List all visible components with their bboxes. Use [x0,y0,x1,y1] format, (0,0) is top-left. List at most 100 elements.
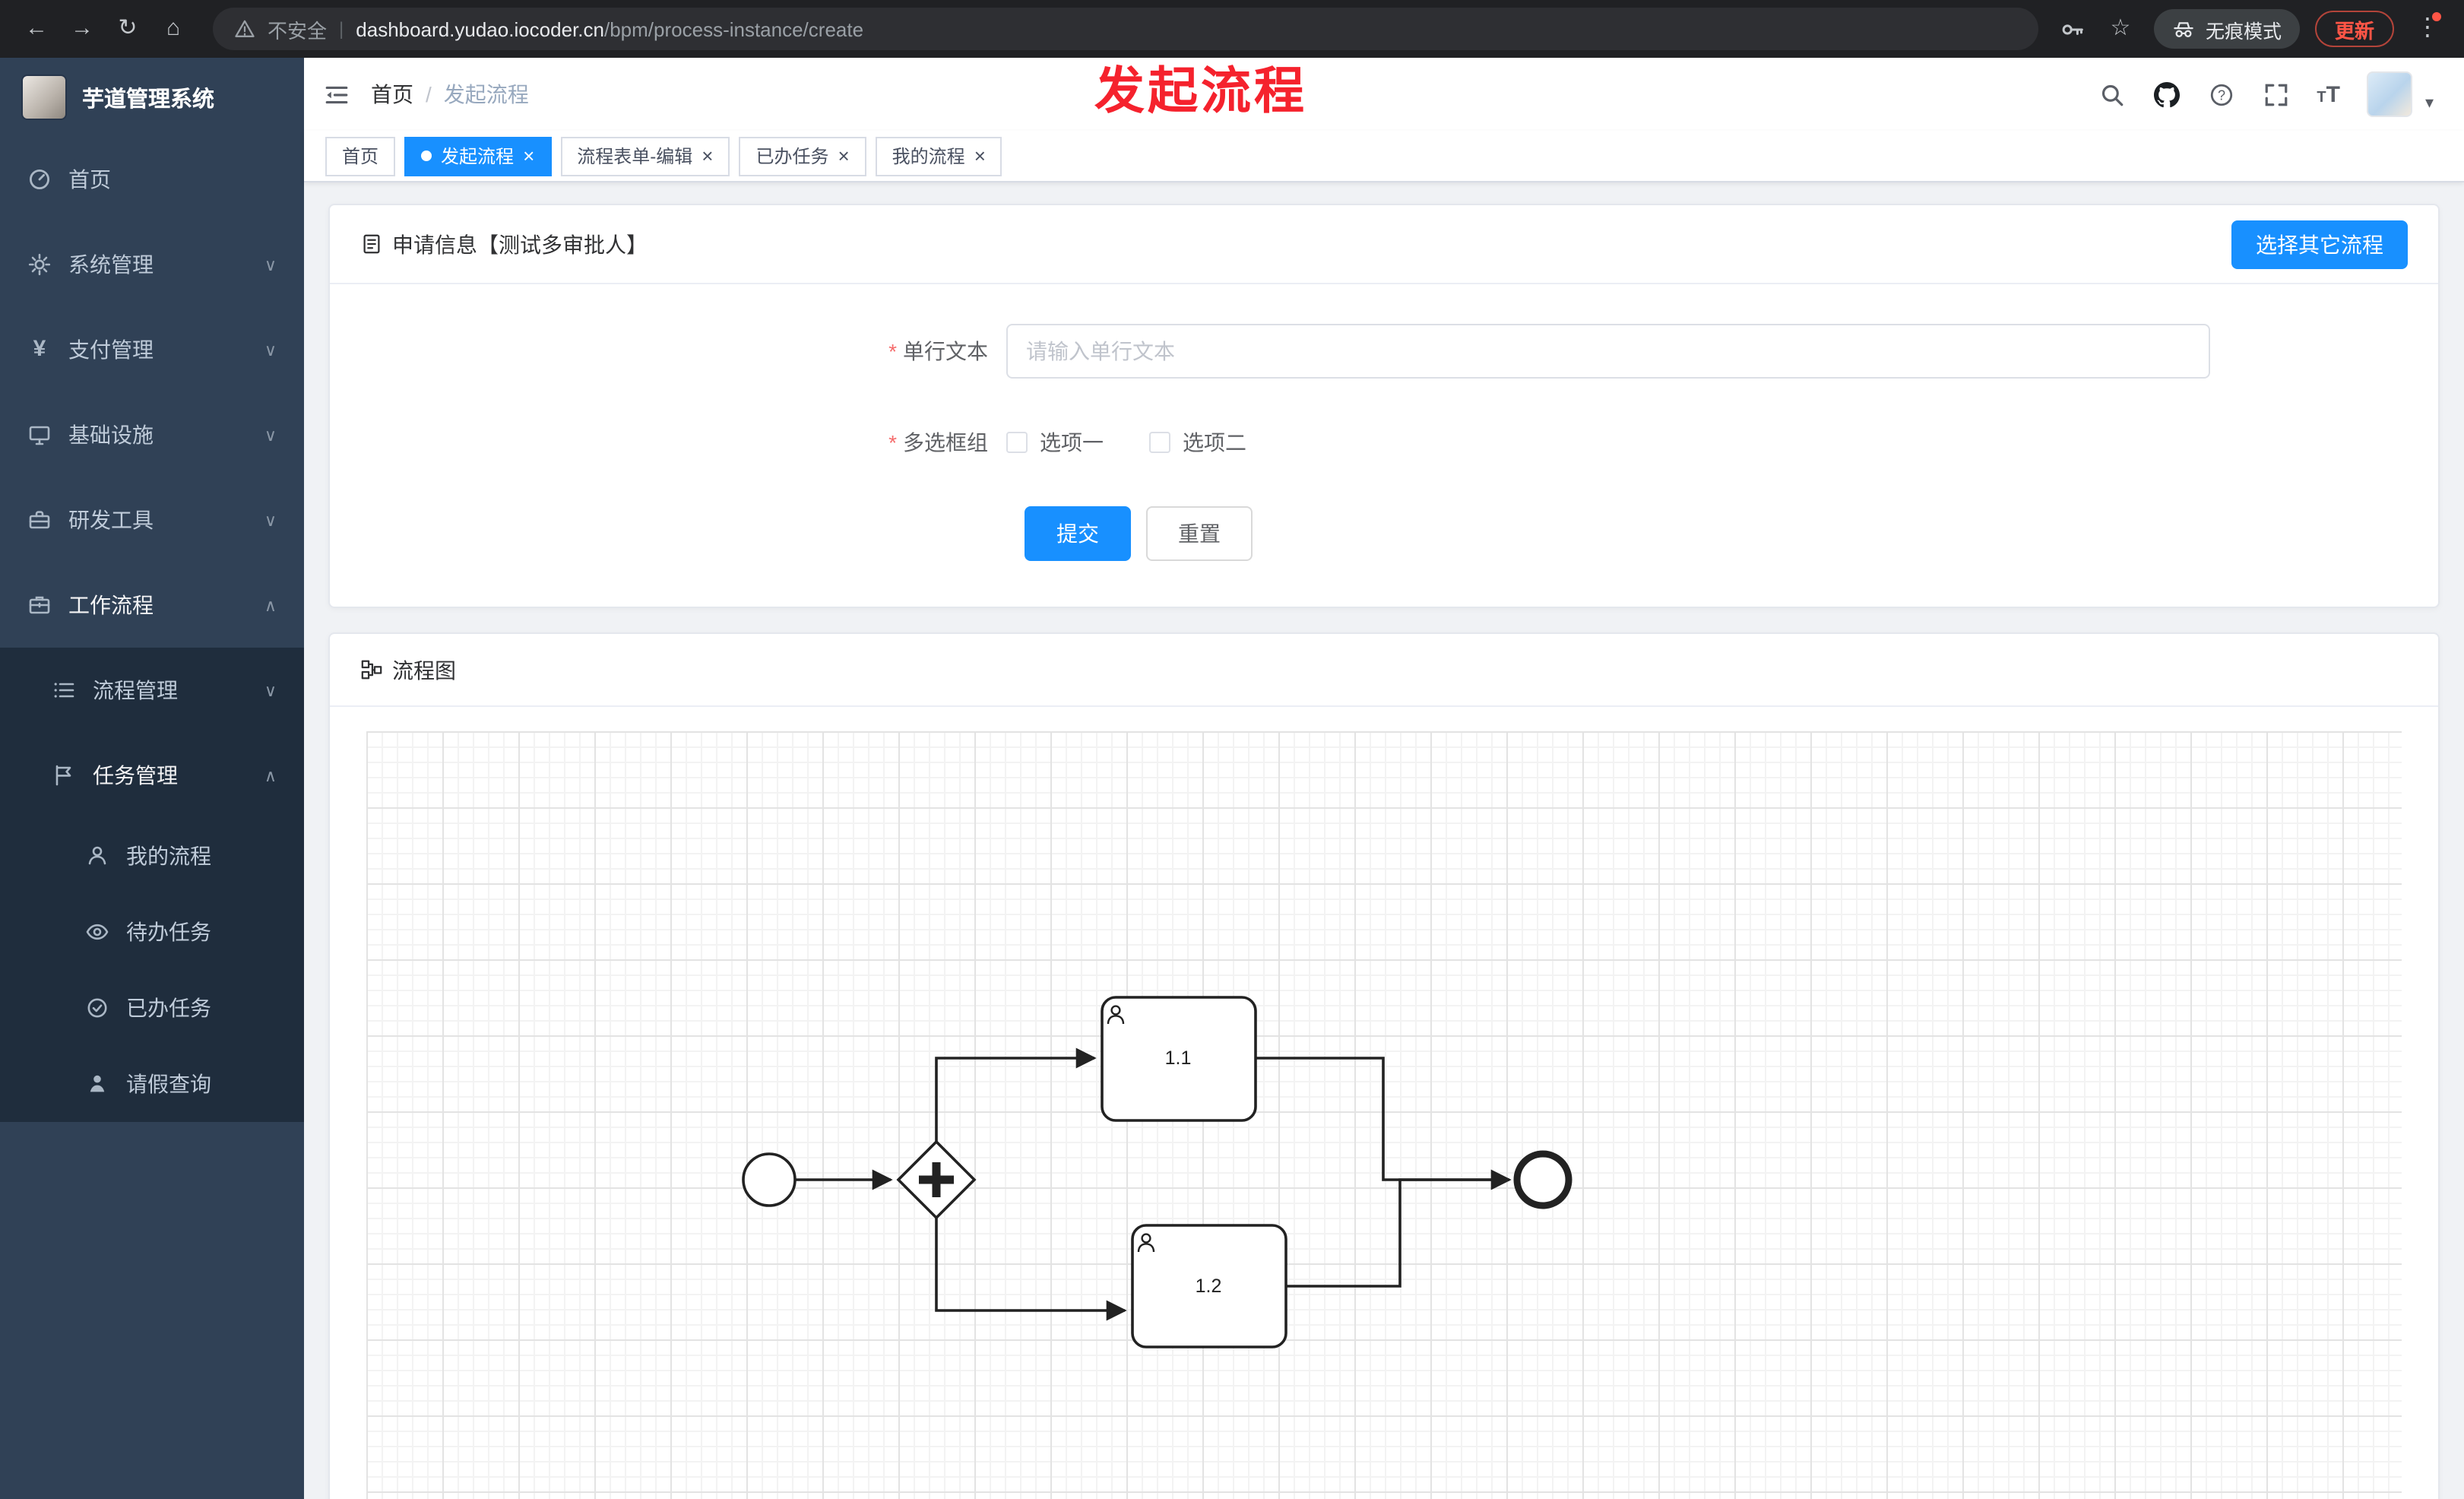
svg-text:?: ? [2217,87,2225,102]
sidebar-item-payment[interactable]: ¥ 支付管理 ∨ [0,307,304,392]
browser-back-icon[interactable]: ← [25,15,48,41]
sidebar-item-task-management[interactable]: 任务管理 ∧ [0,733,304,818]
close-icon[interactable]: × [838,144,850,167]
check-badge-icon [85,996,109,1020]
chevron-down-icon: ∨ [264,426,277,445]
sidebar-item-done-tasks[interactable]: 已办任务 [0,970,304,1046]
close-icon[interactable]: × [974,144,986,167]
avatar-caret-icon[interactable]: ▾ [2424,94,2434,113]
chevron-up-icon: ∧ [264,767,277,785]
sidebar-item-process-management[interactable]: 流程管理 ∨ [0,648,304,733]
chevron-down-icon: ∨ [264,341,277,360]
sidebar-item-leave-query[interactable]: 请假查询 [0,1046,304,1122]
user-task-2[interactable]: 1.2 [1131,1224,1287,1348]
sidebar-item-home[interactable]: 首页 [0,137,304,222]
reset-button[interactable]: 重置 [1146,506,1253,561]
checkbox-icon[interactable] [1149,432,1170,453]
checkbox-option-1[interactable]: 选项一 [1006,427,1104,458]
task-label: 1.1 [1165,1047,1192,1069]
sequence-flow-gateway-task1 [935,1047,1097,1142]
app-shell: 芋道管理系统 首页 系统管理 ∨ ¥ 支付管理 ∨ [0,58,2464,1499]
browser-toolbar: ← → ↻ ⌂ 不安全 | dashboard.yudao.iocoder.cn… [0,0,2464,58]
task-label: 1.2 [1196,1276,1222,1297]
browser-reload-icon[interactable]: ↻ [118,15,138,41]
end-event[interactable] [1513,1150,1572,1209]
tab-start-process[interactable]: 发起流程 × [404,136,552,176]
url-domain: dashboard.yudao.iocoder.cn [356,17,604,40]
page-content: 申请信息【测试多审批人】 选择其它流程 *单行文本 *多选框组 [304,182,2464,1499]
tab-home[interactable]: 首页 [325,136,396,176]
dashboard-icon [27,167,52,192]
browser-toolbar-right: ☆ 无痕模式 更新 ⋮ [2060,9,2446,49]
close-icon[interactable]: × [523,144,535,167]
chevron-down-icon: ∨ [264,256,277,274]
sidebar-item-label: 研发工具 [68,508,154,532]
sidebar-item-my-process[interactable]: 我的流程 [0,818,304,894]
logo-image [21,74,67,120]
card-header: 申请信息【测试多审批人】 选择其它流程 [330,205,2438,284]
incognito-label: 无痕模式 [2205,21,2282,42]
eye-icon [85,920,109,944]
security-warning-icon[interactable] [234,18,255,40]
close-icon[interactable]: × [702,144,714,167]
incognito-badge: 无痕模式 [2153,9,2300,49]
submit-button[interactable]: 提交 [1025,506,1131,561]
breadcrumb-home[interactable]: 首页 [371,82,413,106]
breadcrumb-separator: / [426,82,432,106]
checkbox-group: 选项一 选项二 [1006,415,2210,470]
browser-menu-icon[interactable]: ⋮ [2409,11,2446,47]
app-logo[interactable]: 芋道管理系统 [0,58,304,137]
sidebar-item-label: 工作流程 [68,593,154,617]
form-row-text: *单行文本 [330,324,2438,379]
form-actions: 提交 重置 [1025,506,2438,561]
sidebar-item-devtools[interactable]: 研发工具 ∨ [0,477,304,563]
bpmn-canvas[interactable]: 1.1 1.2 [366,731,2402,1499]
sidebar-collapse-icon[interactable] [322,81,350,108]
person-icon [85,1072,109,1096]
github-icon[interactable] [2152,81,2180,108]
sidebar-item-label: 待办任务 [126,920,211,944]
start-event[interactable] [742,1152,797,1207]
field-label: *单行文本 [888,339,988,363]
select-other-process-button[interactable]: 选择其它流程 [2231,220,2408,268]
parallel-gateway[interactable] [896,1139,977,1220]
password-key-icon[interactable] [2060,15,2087,43]
toolbox-icon [27,508,52,532]
update-button[interactable]: 更新 [2314,11,2394,47]
chevron-up-icon: ∧ [264,597,277,615]
browser-forward-icon[interactable]: → [71,15,93,41]
sidebar-item-system[interactable]: 系统管理 ∨ [0,222,304,307]
bookmark-star-icon[interactable]: ☆ [2110,15,2131,41]
user-task-1[interactable]: 1.1 [1101,996,1257,1122]
required-asterisk: * [888,339,897,363]
flag-icon [52,763,76,788]
browser-home-icon[interactable]: ⌂ [166,15,181,41]
fullscreen-icon[interactable] [2262,81,2289,108]
checkbox-option-2[interactable]: 选项二 [1149,427,1246,458]
avatar[interactable] [2367,71,2413,117]
process-form: *单行文本 *多选框组 选项一 [330,284,2438,607]
monitor-icon [27,423,52,447]
sidebar-item-label: 首页 [68,167,111,192]
tab-my-process[interactable]: 我的流程 × [875,136,1002,176]
checkbox-label: 选项二 [1183,430,1246,455]
form-row-checkbox: *多选框组 选项一 选项二 [330,415,2438,470]
sidebar-item-infrastructure[interactable]: 基础设施 ∨ [0,392,304,477]
sidebar-item-label: 支付管理 [68,338,154,362]
breadcrumb-current: 发起流程 [443,82,529,106]
help-icon[interactable]: ? [2207,81,2234,108]
checkbox-icon[interactable] [1006,432,1028,453]
card-header: 流程图 [330,634,2438,707]
tab-done-tasks[interactable]: 已办任务 × [739,136,866,176]
gear-icon [27,252,52,277]
address-bar[interactable]: 不安全 | dashboard.yudao.iocoder.cn/bpm/pro… [213,8,2038,50]
tab-form-edit[interactable]: 流程表单-编辑 × [560,136,730,176]
search-icon[interactable] [2098,81,2125,108]
single-line-text-input[interactable] [1006,324,2210,379]
sidebar-item-todo-tasks[interactable]: 待办任务 [0,894,304,970]
sidebar-item-workflow[interactable]: 工作流程 ∧ [0,563,304,648]
sidebar-item-label: 流程管理 [93,678,178,702]
